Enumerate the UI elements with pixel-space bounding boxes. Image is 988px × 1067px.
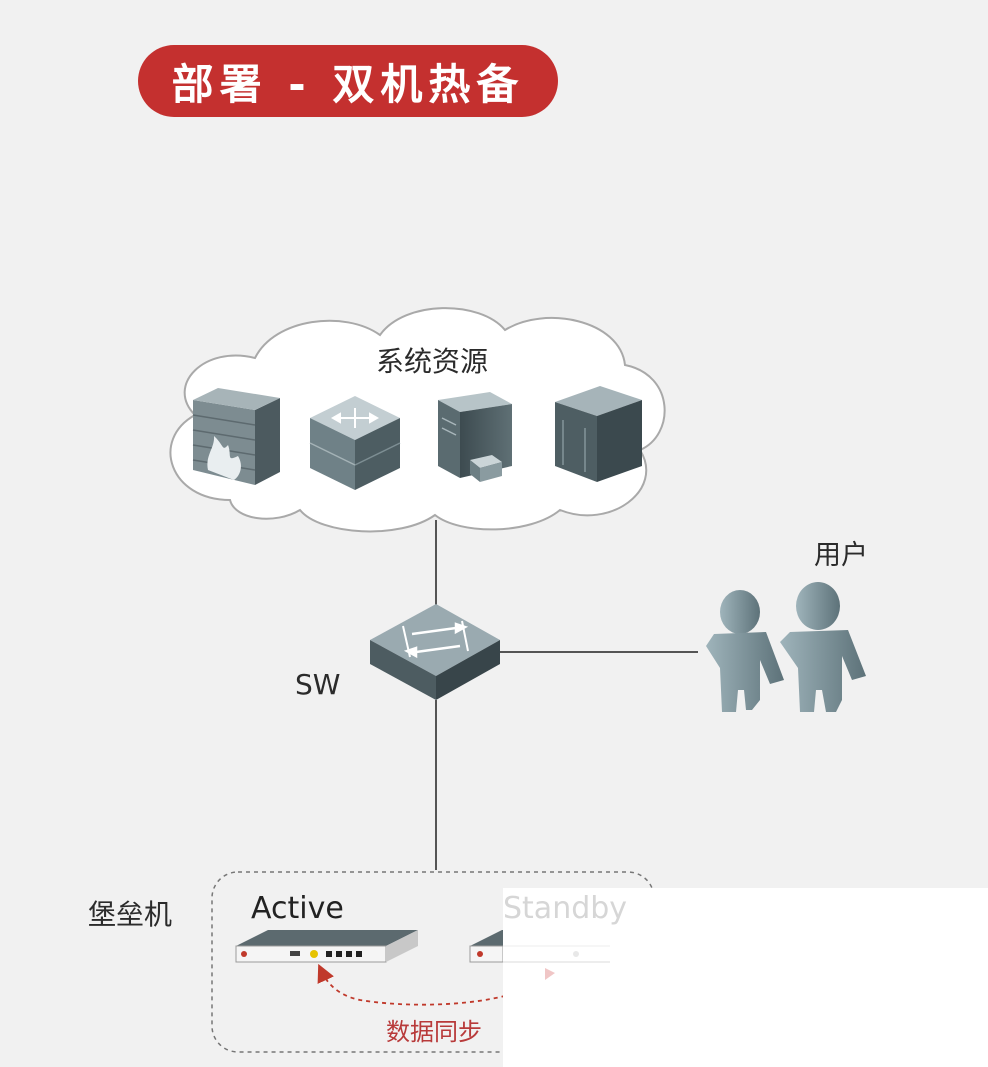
users-icon	[706, 582, 866, 712]
resources-label: 系统资源	[376, 345, 489, 378]
switch-icon	[370, 604, 500, 700]
user-label: 用户	[814, 540, 868, 571]
resources-cloud	[169, 307, 666, 533]
user-figure-right	[780, 582, 866, 712]
storage-icon	[555, 386, 642, 482]
user-figure-left	[706, 590, 784, 712]
sync-label: 数据同步	[386, 1018, 482, 1046]
bastion-label: 堡垒机	[88, 898, 173, 931]
server-icon	[438, 392, 512, 482]
white-overlay-region	[503, 888, 988, 1067]
bastion-group-box	[211, 871, 655, 1053]
router-icon	[309, 396, 401, 490]
active-label: Active	[251, 891, 344, 926]
standby-label: Standby	[503, 891, 628, 926]
active-appliance-icon	[235, 930, 418, 963]
switch-label: SW	[295, 668, 341, 701]
page-title: 部署 - 双机热备	[138, 45, 558, 117]
firewall-icon	[192, 388, 280, 485]
connection-lines	[435, 520, 698, 870]
